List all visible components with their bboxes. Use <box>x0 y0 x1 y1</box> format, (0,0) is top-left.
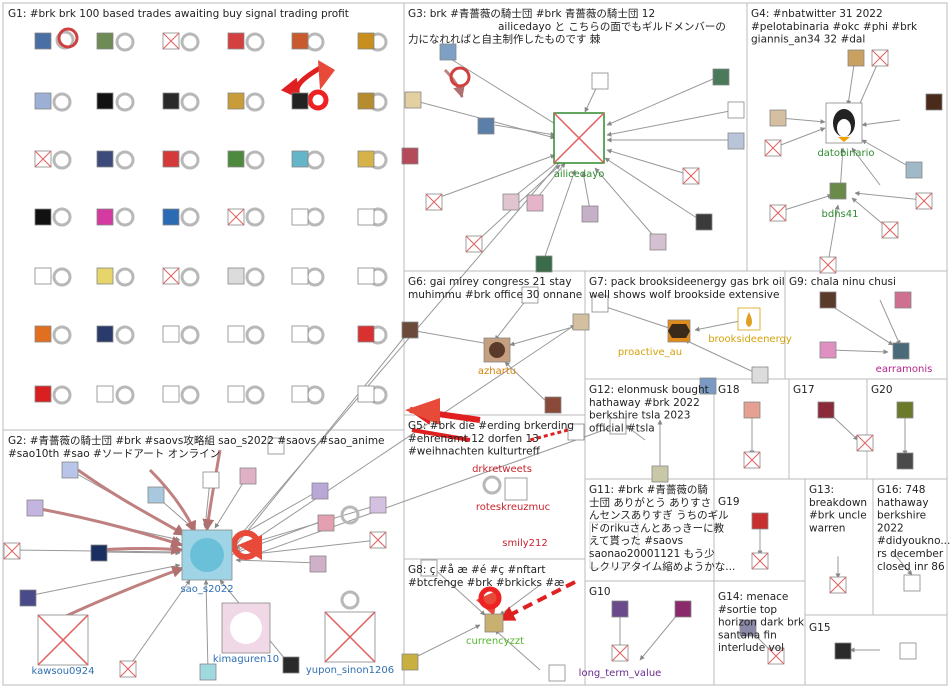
group-label-g4-line-2: giannis_an34 32 #dal <box>751 34 865 46</box>
node-label-kimaguren10[interactable]: kimaguren10 <box>213 654 279 665</box>
group-label-g17-line-0: G17 <box>793 384 815 396</box>
node-label-bdhs41[interactable]: bdhs41 <box>822 209 859 220</box>
group-label-g13-line-3: warren <box>809 522 845 534</box>
group-box-g15 <box>804 614 948 686</box>
node-label-yupon-sinon1206[interactable]: yupon_sinon1206 <box>306 665 394 676</box>
group-label-g13-line-0: G13: <box>809 484 834 496</box>
node-label-roteskreuzmuc[interactable]: roteskreuzmuc <box>476 502 550 513</box>
group-label-g14-line-2: horizon dark brk <box>718 617 805 629</box>
group-label-g16-line-2: berkshire <box>877 510 926 522</box>
node-label-brooksideenergy[interactable]: brooksideenergy <box>708 334 792 345</box>
group-label-g11-line-2: んセンスありすぎ うちのギル <box>589 509 729 522</box>
group-label-g20-line-0: G20 <box>871 384 893 396</box>
group-label-g1-line-0: G1: #brk brk 100 based trades awaiting b… <box>8 8 349 20</box>
group-label-g14-line-0: G14: menace <box>718 591 788 603</box>
group-label-g15-line-0: G15 <box>809 622 831 634</box>
group-label-g18-line-0: G18 <box>718 384 740 396</box>
group-label-g3-line-0: G3: brk #青薔薇の騎士団 #brk 青薔薇の騎士団 12 <box>408 7 655 20</box>
heavy-edges <box>34 68 465 620</box>
node-label-sao-s2022[interactable]: sao_s2022 <box>180 584 233 595</box>
group-label-g16-line-1: hathaway <box>877 497 929 509</box>
group-label-g5-line-2: #weihnachten kulturtreff <box>408 446 541 458</box>
group-label-g7-line-0: G7: pack brooksideenergy gas brk oil <box>589 276 785 288</box>
node-label-proactive-au[interactable]: proactive_au <box>618 347 682 358</box>
avatar-glyphs <box>190 109 855 644</box>
group-label-g11-line-5: saonao20001121 もう少 <box>589 548 715 560</box>
group-label-g16-line-3: 2022 <box>877 522 904 534</box>
group-label-g3-line-1: ailicedayo と こちらの面でもギルドメンバーの <box>498 21 726 33</box>
group-label-g12-line-0: G12: elonmusk bought <box>589 384 709 396</box>
node-label-smily212[interactable]: smily212 <box>502 538 548 549</box>
node-label-azhartu[interactable]: azhartu <box>478 366 516 377</box>
group-label-g11-line-0: G11: #brk #青薔薇の騎 <box>589 483 708 496</box>
red-self-loops <box>57 27 502 610</box>
group-label-g11-line-4: えて貰った #saovs <box>589 534 683 547</box>
group-label-g16-line-0: G16: 748 <box>877 484 925 496</box>
group-label-g11-line-1: 士団 ありがとう ありすさ <box>589 496 711 509</box>
group-label-g4-line-0: G4: #nbatwitter 31 2022 <box>751 8 883 20</box>
node-label-ailicedayo[interactable]: ailicedayo <box>554 169 605 180</box>
group-label-g5-line-1: #ehrenamt 12 dorfen 13 <box>408 433 539 445</box>
broken-image-marks <box>3 32 933 678</box>
node-label-kawsou0924[interactable]: kawsou0924 <box>31 666 94 677</box>
group-label-g14-line-3: santana fin <box>718 629 777 641</box>
group-label-g5-line-0: G5: #brk die #erding brkerding <box>408 420 574 432</box>
group-label-g13-line-1: breakdown <box>809 497 867 509</box>
group-label-g4-line-1: #pelotabinaria #okc #phi #brk <box>751 21 918 33</box>
group-label-g11-line-3: ドのrikuさんとあっきーに教 <box>589 521 725 534</box>
group-label-g10-line-0: G10 <box>589 586 611 598</box>
group-label-g8-line-0: G8: ç #å æ #é #ç #nftart <box>408 563 545 576</box>
group-label-g3-line-2: 力になれればと自主制作したものです 棘 <box>408 33 601 46</box>
group-label-g9-line-0: G9: chala ninu chusi <box>789 276 896 288</box>
node-label-earramonis[interactable]: earramonis <box>876 364 933 375</box>
group-label-g11-line-6: しクリアタイム縮めようかな... <box>589 560 735 573</box>
group-label-g19-line-0: G19 <box>718 496 740 508</box>
group-label-g16-line-5: rs december <box>877 548 944 560</box>
group-label-g16-line-6: closed inr 86 <box>877 561 945 573</box>
node-label-drkretweets[interactable]: drkretweets <box>472 464 532 475</box>
group-label-g16-line-4: #didyoukno... <box>877 535 950 547</box>
group-label-g13-line-2: #brk uncle <box>809 510 867 522</box>
group-label-g2-line-0: G2: #青薔薇の騎士団 #brk #saovs攻略組 sao_s2022 #s… <box>8 434 385 447</box>
group-label-g7-line-1: well shows wolf brookside extensive <box>589 289 779 301</box>
group-label-g12-line-1: hathaway #brk 2022 <box>589 397 700 409</box>
group-label-g8-line-1: #btcfenge #brk #brkicks #æ <box>408 577 564 589</box>
group-label-g14-line-4: interlude vol <box>718 642 784 654</box>
node-label-long-term-value[interactable]: long_term_value <box>579 668 662 679</box>
group-label-g2-line-1: #sao10th #sao #ソードアート オンライン <box>8 448 220 460</box>
group-label-g14-line-1: #sortie top <box>718 604 777 616</box>
group-label-g6-line-1: muhimmu #brk office 30 onnane <box>408 289 582 301</box>
group-label-g12-line-3: official #tsla <box>589 422 655 434</box>
group-label-g12-line-2: berkshire tsla 2023 <box>589 410 690 422</box>
group-label-g6-line-0: G6: gai mirey congress 21 stay <box>408 276 572 288</box>
node-label-datobinario[interactable]: datobinario <box>817 148 874 159</box>
node-label-currencyzzt[interactable]: currencyzzt <box>466 636 524 647</box>
